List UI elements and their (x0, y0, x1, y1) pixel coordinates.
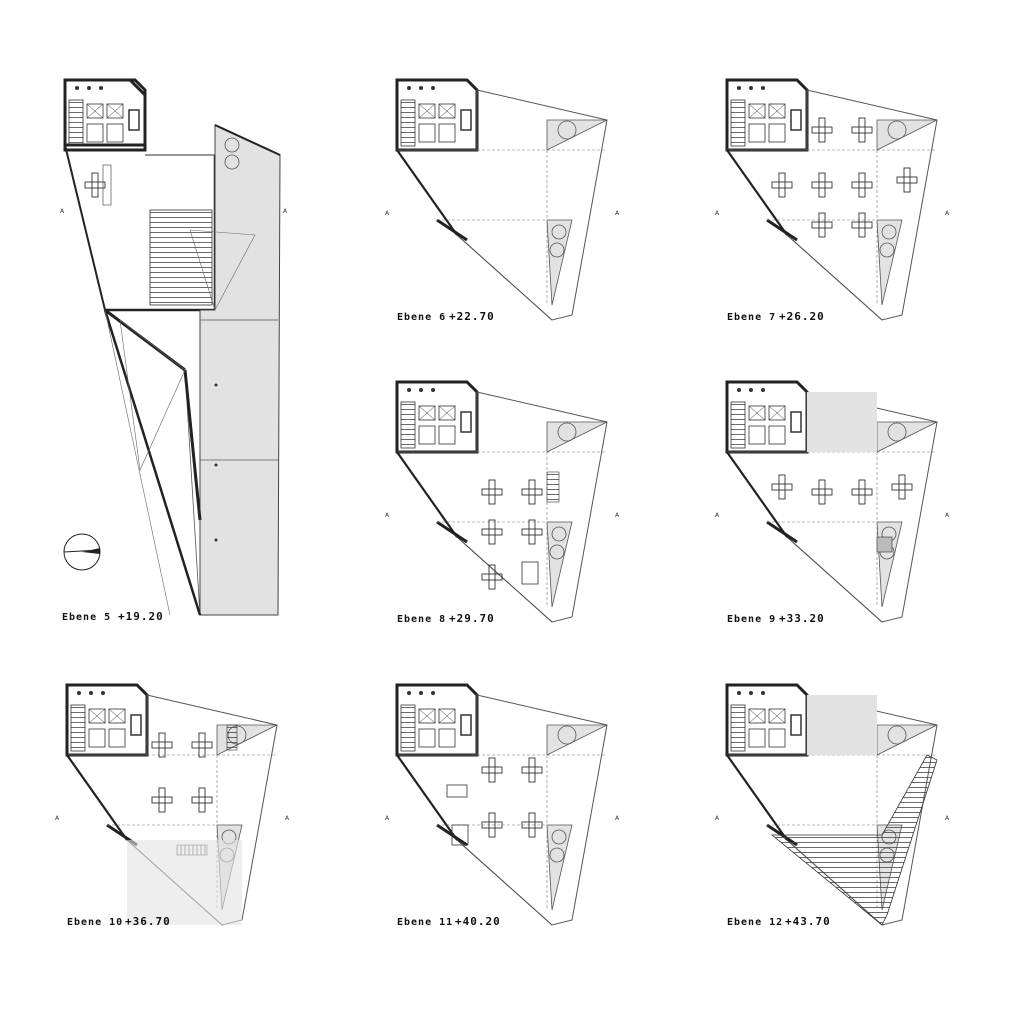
svg-text:A: A (385, 210, 390, 217)
plan-label-elevation: +29.70 (449, 612, 495, 625)
plan-label-elevation: +33.20 (779, 612, 825, 625)
svg-text:A: A (615, 512, 620, 519)
svg-text:A: A (385, 512, 390, 519)
svg-text:A: A (60, 208, 65, 215)
plan-label-level: Ebene 12 (727, 917, 783, 928)
svg-text:A: A (715, 815, 720, 822)
svg-text:A: A (385, 815, 390, 822)
plan-ebene-9: A A Ebene 9 +33.20 (715, 380, 950, 625)
north-arrow-icon (63, 533, 101, 571)
plan-label-elevation: +22.70 (449, 310, 495, 323)
plan-label-level: Ebene 7 (727, 312, 776, 323)
plan-ebene-10: A A Ebene 10 +36.70 (55, 683, 290, 928)
plan-ebene-6: A A Ebene 6 +22.70 (385, 78, 620, 323)
svg-text:A: A (945, 512, 950, 519)
svg-text:A: A (945, 210, 950, 217)
plan-ebene-11: A A Ebene 11 +40.20 (385, 683, 620, 928)
plan-label-elevation: +43.70 (785, 915, 831, 928)
plan-label-elevation: +26.20 (779, 310, 825, 323)
plan-ebene-5: A A Ebene 5 +19.20 (60, 78, 288, 623)
plan-label-elevation: +19.20 (118, 610, 164, 623)
plan-label-level: Ebene 5 (62, 612, 111, 623)
plan-label-elevation: +36.70 (125, 915, 171, 928)
svg-text:A: A (55, 815, 60, 822)
plan-ebene-12: A A Ebene 12 +43.70 (715, 683, 950, 928)
svg-text:A: A (285, 815, 290, 822)
plan-ebene-8: A A Ebene 8 +29.70 (385, 380, 620, 625)
plan-ebene-7: A A Ebene 7 +26.20 (715, 78, 950, 323)
svg-text:A: A (615, 210, 620, 217)
svg-text:A: A (615, 815, 620, 822)
plan-label-level: Ebene 8 (397, 614, 446, 625)
plan-label-level: Ebene 6 (397, 312, 446, 323)
plan-label-level: Ebene 11 (397, 917, 453, 928)
plan-label-level: Ebene 10 (67, 917, 123, 928)
svg-text:A: A (715, 210, 720, 217)
plan-label-level: Ebene 9 (727, 614, 776, 625)
svg-text:A: A (715, 512, 720, 519)
svg-text:A: A (283, 208, 288, 215)
svg-text:A: A (945, 815, 950, 822)
plan-label-elevation: +40.20 (455, 915, 501, 928)
